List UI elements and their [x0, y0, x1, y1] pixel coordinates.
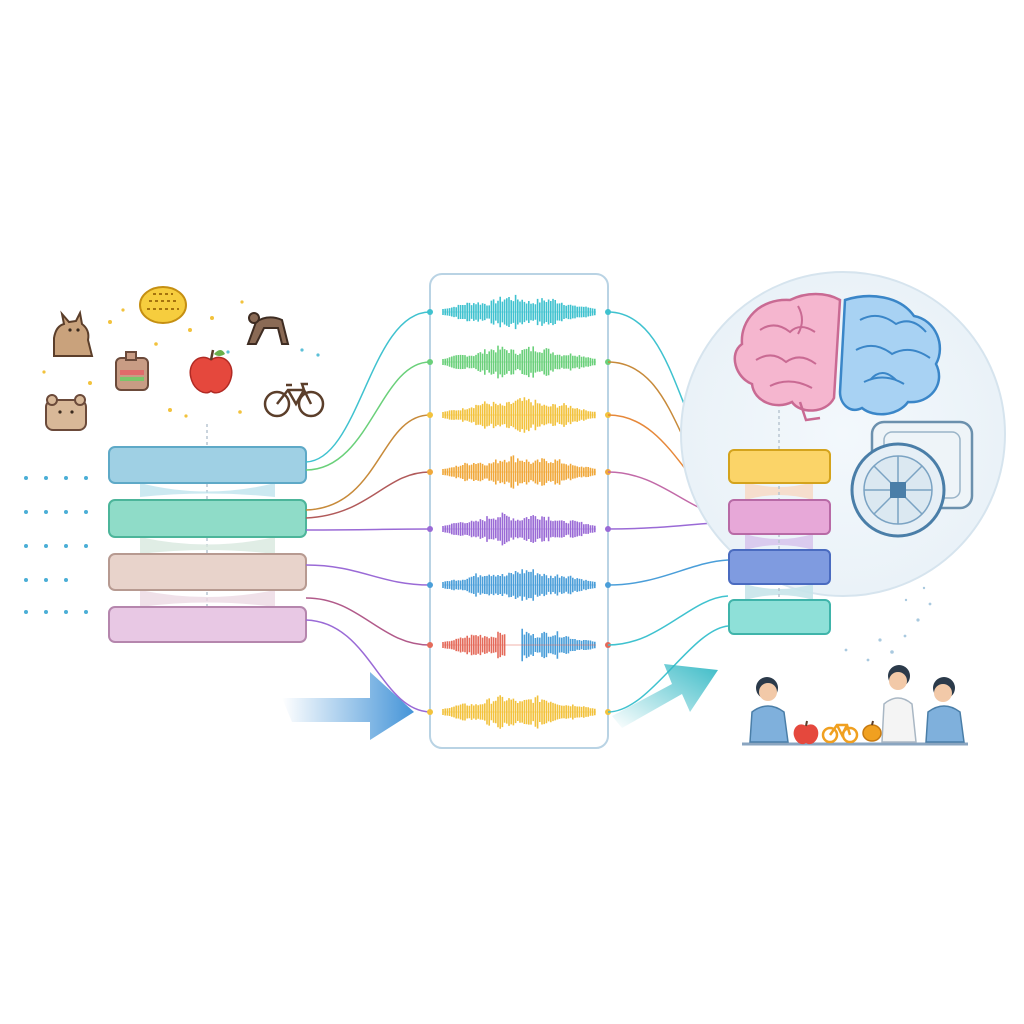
bicycle-icon: [263, 382, 325, 418]
cat-icon: [53, 309, 94, 357]
signal-endpoint-dot: [427, 642, 433, 648]
device-icon: [850, 420, 974, 538]
input-layer-stack: [108, 424, 307, 643]
stretching-person-icon: [246, 312, 290, 345]
bear-icon: [45, 394, 87, 431]
output-layer-2: [728, 499, 831, 535]
signal-endpoint-dot: [427, 582, 433, 588]
output-layer-1: [728, 449, 831, 484]
bicycle-icon: [821, 723, 859, 744]
apple-icon: [189, 349, 233, 394]
person-icon: [749, 677, 789, 743]
output-layer-stack: [728, 449, 831, 635]
signal-endpoint-dot: [427, 412, 433, 418]
input-icons: [42, 286, 325, 431]
apple-icon: [793, 720, 819, 745]
output-arrow-icon: [612, 664, 718, 728]
person-icon: [925, 677, 965, 743]
signal-endpoint-dot: [427, 309, 433, 315]
input-layer-2: [108, 499, 307, 538]
pumpkin-icon: [862, 720, 882, 742]
input-arrow-icon: [282, 672, 414, 740]
output-layer-4: [728, 599, 831, 635]
input-dot-grid: [24, 476, 88, 614]
output-layer-3: [728, 549, 831, 585]
bread-icon: [139, 286, 187, 324]
signal-endpoint-dot: [427, 709, 433, 715]
brain-left-icon: [733, 292, 842, 422]
signal-waveforms: [427, 294, 611, 729]
signal-endpoint-dot: [427, 359, 433, 365]
input-layer-3: [108, 553, 307, 591]
input-layer-1: [108, 446, 307, 484]
sandwich-icon: [115, 351, 149, 391]
people-scene: [742, 665, 968, 746]
signal-endpoint-dot: [427, 526, 433, 532]
signal-endpoint-dot: [427, 469, 433, 475]
input-connections: [305, 311, 431, 713]
output-dots: [844, 586, 932, 662]
signal-panel: [429, 273, 609, 749]
input-layer-4: [108, 606, 307, 643]
brain-right-icon: [838, 294, 942, 416]
person-icon: [881, 665, 917, 743]
